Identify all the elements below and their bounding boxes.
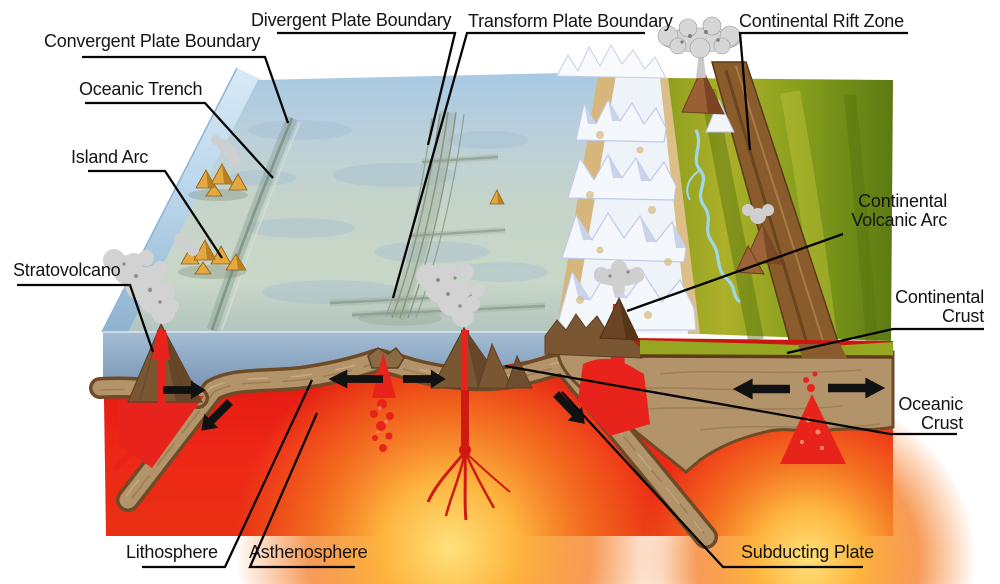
label-subducting-plate: Subducting Plate (741, 542, 874, 562)
mountain-range (555, 43, 700, 334)
continental-volcanic-arc-feature (735, 204, 783, 275)
leader-lines (17, 31, 984, 569)
arrow-down-right-icon (553, 391, 585, 424)
rift-volcano (657, 16, 741, 115)
ridge-magma-column (367, 346, 405, 452)
leader-continental-crust (786, 327, 984, 355)
leader-transform (391, 31, 645, 299)
subduction-magma-wedge (111, 396, 204, 473)
continental-rift-feature (705, 61, 842, 351)
label-asthenosphere: Asthenosphere (249, 542, 368, 562)
leader-convergent (82, 55, 290, 124)
river (694, 129, 742, 304)
arrow-down-left-icon (201, 399, 233, 431)
eruption-cloud (657, 16, 741, 59)
island-arc-feature (174, 135, 505, 279)
leader-subducting-plate (561, 391, 863, 569)
label-continental-crust: Continental Crust (895, 287, 984, 326)
continent-surface (657, 16, 893, 351)
plate-motion-arrows (163, 369, 886, 431)
leader-oceanic-trench (85, 101, 274, 179)
label-island-arc: Island Arc (71, 147, 149, 167)
label-continental-volcanic-arc: Continental Volcanic Arc (851, 191, 947, 230)
stratovolcano-feature (103, 249, 203, 404)
ocean-wave-shading (228, 120, 548, 304)
leader-oceanic-crust (504, 364, 957, 436)
continental-volcano (594, 260, 644, 341)
leader-volcanic-arc (626, 232, 844, 313)
rift-magma-plume (780, 371, 846, 464)
leader-divergent (277, 31, 457, 146)
leader-rift (738, 31, 908, 151)
arrow-left-icon (328, 369, 383, 389)
leader-stratovolcano (17, 283, 155, 353)
leader-asthenosphere (248, 412, 355, 569)
label-lithosphere: Lithosphere (126, 542, 218, 562)
label-oceanic-crust: Oceanic Crust (898, 394, 963, 433)
arrow-right-icon (828, 377, 886, 399)
hotspot-volcano (416, 264, 533, 521)
block-front-face (89, 249, 976, 584)
volcano-smoke (594, 260, 644, 295)
label-continental-rift-zone: Continental Rift Zone (739, 11, 904, 31)
ocean-surface (128, 72, 608, 332)
label-divergent-plate-boundary: Divergent Plate Boundary (251, 10, 452, 30)
oceanic-trench-feature (206, 115, 301, 332)
island-arc-steam (174, 135, 241, 256)
arrow-right-icon (403, 369, 446, 389)
label-transform-plate-boundary: Transform Plate Boundary (468, 11, 673, 31)
label-oceanic-trench: Oceanic Trench (79, 79, 203, 99)
leader-island-arc (88, 169, 223, 259)
label-convergent-plate-boundary: Convergent Plate Boundary (44, 31, 261, 51)
label-stratovolcano: Stratovolcano (13, 260, 121, 280)
volcano-smoke (103, 249, 179, 324)
arrow-right-icon (163, 380, 206, 400)
arrow-left-icon (732, 378, 790, 400)
leader-lithosphere (142, 379, 314, 569)
block-top-surface (101, 16, 893, 351)
